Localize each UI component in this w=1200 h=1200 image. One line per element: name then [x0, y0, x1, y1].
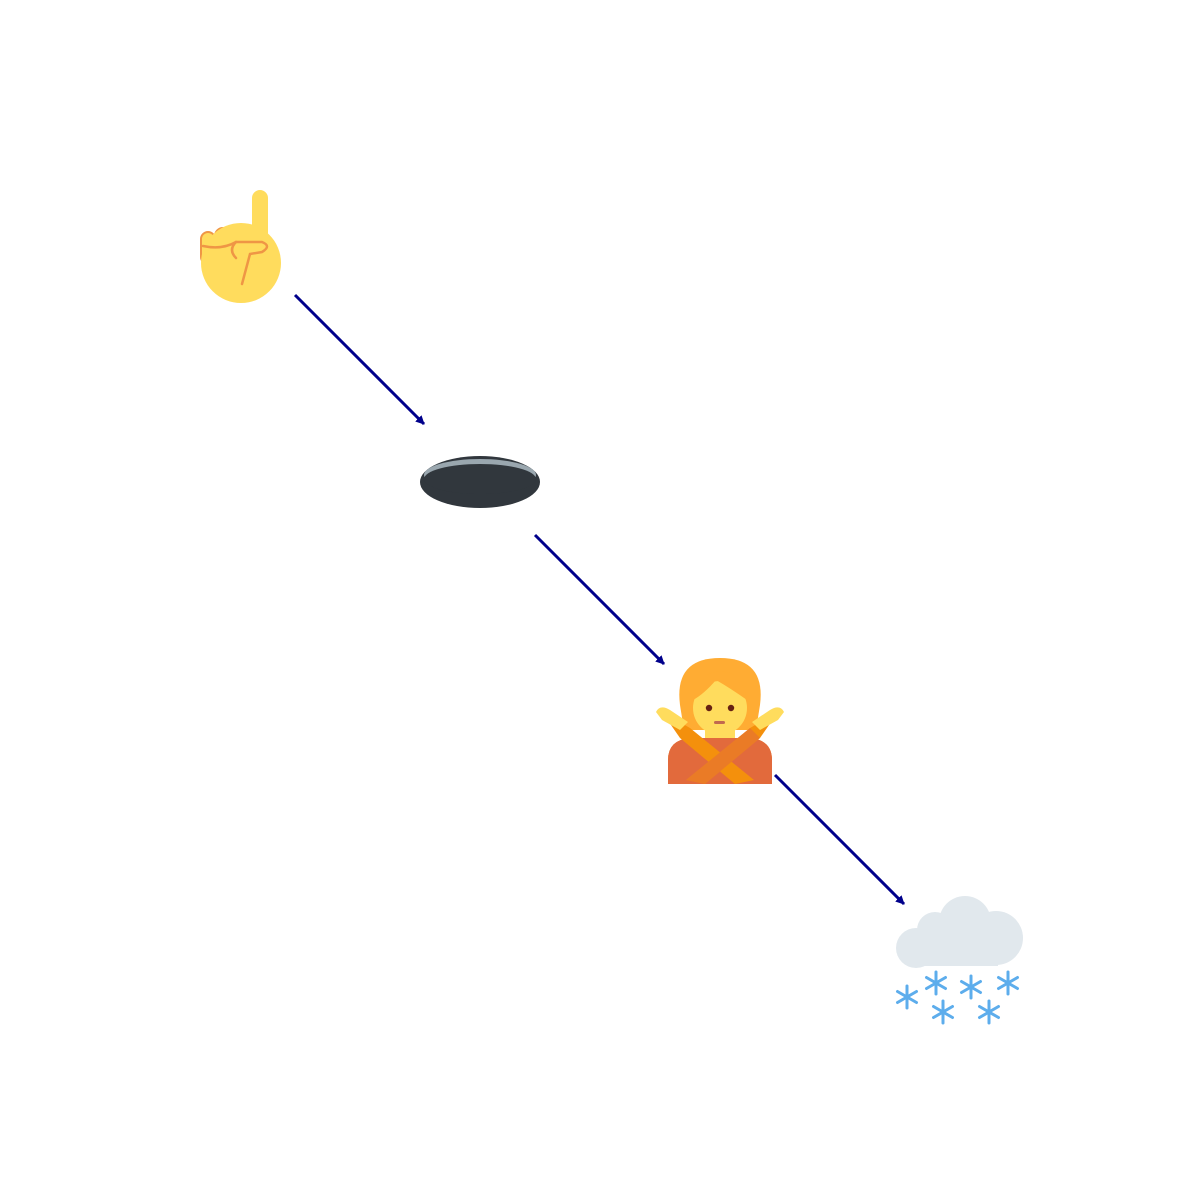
arrow-pointing-up-to-hole: [293, 293, 426, 426]
index-pointing-up-icon: [200, 190, 281, 303]
hole-icon: [420, 456, 540, 508]
arrow-hole-to-no-gesture: [533, 533, 666, 666]
snowflakes: [896, 970, 1019, 1025]
edges: [293, 293, 906, 906]
person-gesturing-no-icon: [656, 658, 784, 784]
arrow-no-gesture-to-snow: [773, 773, 906, 906]
cloud-with-snow-icon: [896, 896, 1023, 1025]
